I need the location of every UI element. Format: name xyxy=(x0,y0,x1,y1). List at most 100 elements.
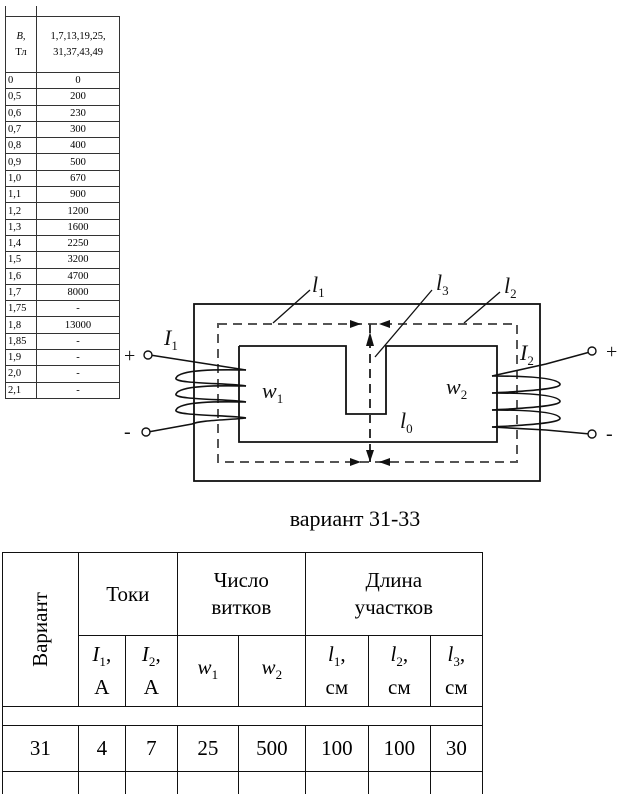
label-l3: l3 xyxy=(436,270,449,298)
subheader-unit: см xyxy=(326,675,349,699)
subheader-subscript: 2 xyxy=(276,667,283,682)
bh-header-b-line2: Тл xyxy=(15,47,26,58)
bh-row: 2,1- xyxy=(6,382,120,398)
bh-header-h-line1: 1,7,13,19,25, xyxy=(50,31,105,42)
subheader-symbol: I xyxy=(142,642,149,666)
bh-cell-h: - xyxy=(37,301,120,317)
subheader-unit: А xyxy=(144,675,159,699)
terminal-left-plus xyxy=(144,351,152,359)
arrow-center-down xyxy=(366,450,374,462)
variant-header-row-1: Вариант Токи Число витков Длина участков xyxy=(3,553,483,636)
subheader-unit: см xyxy=(445,675,468,699)
data-cell: 4 xyxy=(78,726,125,772)
bh-cell-b: 1,8 xyxy=(6,317,37,333)
bh-header-b-line1: B, xyxy=(16,31,25,42)
variant-spacer-row xyxy=(3,707,483,726)
label-w2: w2 xyxy=(446,374,467,402)
bh-row: 1,85- xyxy=(6,333,120,349)
partial-cell xyxy=(430,772,482,794)
bh-header-h: 1,7,13,19,25, 31,37,43,49 xyxy=(37,17,120,73)
bh-cell-h: - xyxy=(37,366,120,382)
sign-left-minus: - xyxy=(124,421,131,443)
bh-cell-b: 1,3 xyxy=(6,219,37,235)
subheader-unit: см xyxy=(388,675,411,699)
subheader-symbol: w xyxy=(198,655,212,679)
bh-cell-h: - xyxy=(37,350,120,366)
arrow-top-left xyxy=(350,320,361,328)
bh-cell-h: 500 xyxy=(37,154,120,170)
figure-caption: вариант 31-33 xyxy=(230,506,480,532)
partial-cell xyxy=(78,772,125,794)
bh-cell-h: - xyxy=(37,382,120,398)
bh-cell-b: 0 xyxy=(6,73,37,89)
variant-header-text: Вариант xyxy=(27,592,54,667)
variant-column-header: Вариант xyxy=(3,553,79,707)
bh-header-h-line2: 31,37,43,49 xyxy=(53,47,103,58)
bh-cell-b: 1,6 xyxy=(6,268,37,284)
arrow-center-up xyxy=(366,332,374,346)
bh-cell-b: 0,5 xyxy=(6,89,37,105)
turns-group-header: Число витков xyxy=(177,553,305,636)
label-w1: w1 xyxy=(262,378,283,406)
bh-cell-h: 1600 xyxy=(37,219,120,235)
partial-cell xyxy=(125,772,177,794)
bh-cell-h: 2250 xyxy=(37,235,120,251)
subheader-cell: l3,см xyxy=(430,636,482,707)
data-cell: 31 xyxy=(3,726,79,772)
sign-left-plus: + xyxy=(124,345,135,367)
bh-cell-b: 1,2 xyxy=(6,203,37,219)
currents-group-header: Токи xyxy=(78,553,177,636)
turns-header-line2: витков xyxy=(211,595,271,619)
bh-row: 1,75- xyxy=(6,301,120,317)
bh-cell-b: 1,4 xyxy=(6,235,37,251)
variant-next-row-partial xyxy=(3,772,483,794)
bh-cell-b: 2,1 xyxy=(6,382,37,398)
bh-header-b: B, Тл xyxy=(6,17,37,73)
bh-cell-b: 0,9 xyxy=(6,154,37,170)
label-I1: I1 xyxy=(163,325,178,353)
bh-top-cell-b xyxy=(6,6,37,17)
bh-cell-h: 13000 xyxy=(37,317,120,333)
length-group-header: Длина участков xyxy=(305,553,482,636)
subheader-cell: w1 xyxy=(177,636,238,707)
partial-cell xyxy=(3,772,79,794)
bh-cell-b: 0,6 xyxy=(6,105,37,121)
core-outer-outline xyxy=(194,304,540,481)
terminal-right-minus xyxy=(588,430,596,438)
subheader-cell: w2 xyxy=(238,636,305,707)
subheader-cell: I2,А xyxy=(125,636,177,707)
subheader-unit: А xyxy=(94,675,109,699)
partial-cell xyxy=(305,772,368,794)
bh-cell-h: - xyxy=(37,333,120,349)
bh-top-cell-h xyxy=(37,6,120,17)
subheader-subscript: 1 xyxy=(99,655,106,670)
turns-header-line1: Число xyxy=(214,568,269,592)
label-l0: l0 xyxy=(400,408,413,436)
arrow-bottom-right xyxy=(379,458,390,466)
partial-cell xyxy=(238,772,305,794)
bh-cell-h: 400 xyxy=(37,138,120,154)
data-cell: 500 xyxy=(238,726,305,772)
terminal-right-plus xyxy=(588,347,596,355)
bh-cell-h: 1200 xyxy=(37,203,120,219)
subheader-symbol: w xyxy=(262,655,276,679)
data-cell: 100 xyxy=(368,726,430,772)
sign-right-minus: - xyxy=(606,423,613,445)
sign-right-plus: + xyxy=(606,341,617,363)
leader-l2 xyxy=(464,292,500,323)
bh-cell-b: 1,75 xyxy=(6,301,37,317)
bh-cell-h: 300 xyxy=(37,121,120,137)
arrow-bottom-left xyxy=(350,458,361,466)
data-cell: 100 xyxy=(305,726,368,772)
length-header-line2: участков xyxy=(355,595,433,619)
subheader-cell: I1,А xyxy=(78,636,125,707)
bh-cell-b: 1,7 xyxy=(6,284,37,300)
bh-cell-b: 1,85 xyxy=(6,333,37,349)
